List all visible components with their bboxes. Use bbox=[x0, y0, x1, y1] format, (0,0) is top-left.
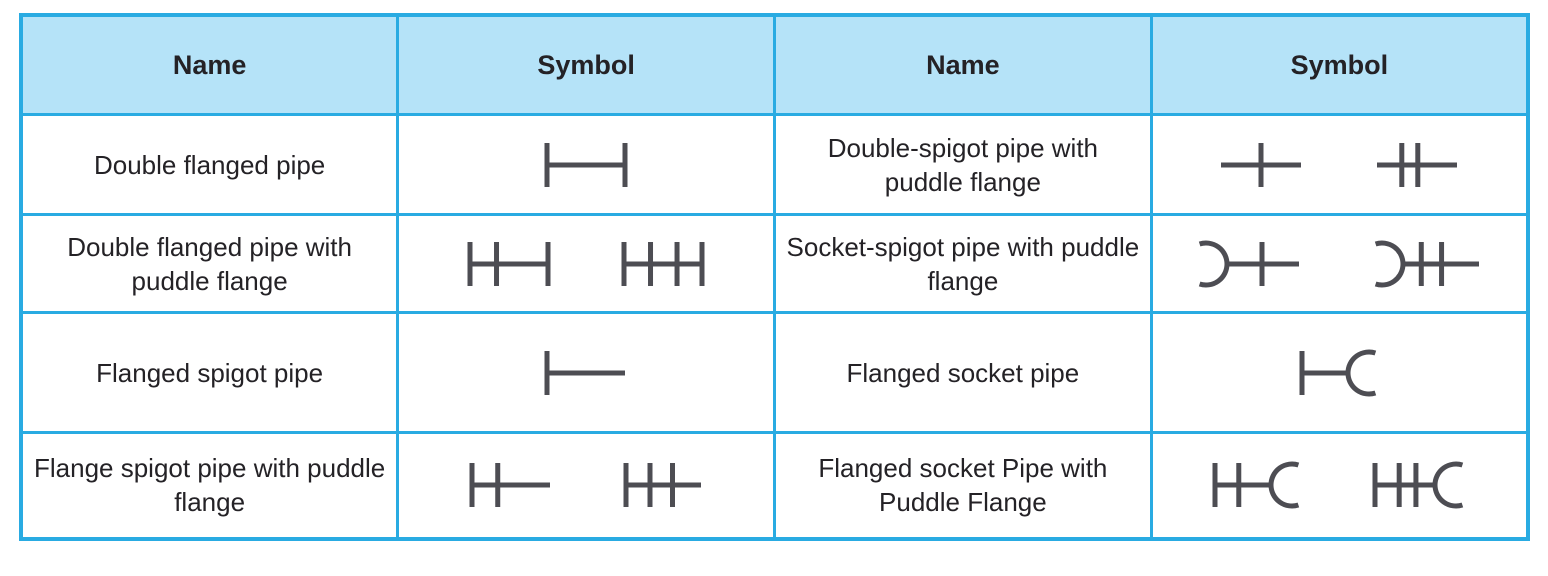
socket-spigot-puddle-flange-single-symbol-icon bbox=[1199, 240, 1300, 287]
symbol-cell bbox=[1149, 213, 1530, 314]
pipe-name: Double-spigot pipe with puddle flange bbox=[773, 113, 1153, 216]
symbol-cell bbox=[396, 113, 776, 216]
symbol-cell bbox=[396, 213, 776, 314]
pipe-name: Double flanged pipe bbox=[19, 113, 400, 216]
flange-spigot-puddle-flange-double-symbol-icon bbox=[623, 463, 701, 508]
symbol-group bbox=[401, 234, 772, 294]
socket-spigot-puddle-flange-double-symbol-icon bbox=[1375, 240, 1480, 287]
symbol-cell bbox=[1149, 113, 1530, 216]
table-header-row: Name Symbol Name Symbol bbox=[19, 13, 1530, 116]
symbol-cell bbox=[396, 431, 776, 540]
symbol-cell bbox=[1149, 311, 1530, 434]
double-spigot-puddle-flange-single-symbol-icon bbox=[1221, 142, 1302, 187]
symbol-cell bbox=[396, 311, 776, 434]
symbol-group bbox=[401, 135, 772, 195]
symbol-group bbox=[401, 343, 772, 403]
symbol-group bbox=[1154, 455, 1525, 515]
double-flanged-puddle-flange-single-symbol-icon bbox=[467, 241, 551, 286]
header-cell-name-1: Name bbox=[19, 13, 400, 116]
header-cell-symbol-1: Symbol bbox=[396, 13, 776, 116]
pipe-name: Flange spigot pipe with puddle flange bbox=[19, 431, 400, 540]
pipe-symbols-table: Name Symbol Name Symbol Double flanged p… bbox=[19, 13, 1530, 541]
symbol-group bbox=[1154, 343, 1525, 403]
symbol-group bbox=[1154, 234, 1525, 294]
table-row: Double flanged pipe Double-spigot pipe w… bbox=[19, 113, 1530, 216]
flanged-socket-pipe-symbol-icon bbox=[1299, 349, 1377, 396]
symbol-cell bbox=[1149, 431, 1530, 540]
symbol-group bbox=[401, 455, 772, 515]
pipe-name: Flanged socket pipe bbox=[773, 311, 1153, 434]
header-cell-name-2: Name bbox=[773, 13, 1153, 116]
table-row: Flanged spigot pipe Flanged socket pipe bbox=[19, 311, 1530, 434]
flanged-socket-puddle-flange-double-symbol-icon bbox=[1372, 461, 1464, 509]
double-flanged-puddle-flange-double-symbol-icon bbox=[621, 241, 705, 286]
flanged-spigot-pipe-symbol-icon bbox=[544, 350, 626, 395]
table-row: Double flanged pipe with puddle flange S… bbox=[19, 213, 1530, 314]
double-flanged-pipe-symbol-icon bbox=[544, 142, 628, 187]
pipe-name: Double flanged pipe with puddle flange bbox=[19, 213, 400, 314]
header-cell-symbol-2: Symbol bbox=[1149, 13, 1530, 116]
pipe-name: Flanged spigot pipe bbox=[19, 311, 400, 434]
flange-spigot-puddle-flange-single-symbol-icon bbox=[469, 463, 550, 508]
double-spigot-puddle-flange-double-symbol-icon bbox=[1377, 142, 1458, 187]
table-row: Flange spigot pipe with puddle flange Fl… bbox=[19, 431, 1530, 540]
flanged-socket-puddle-flange-single-symbol-icon bbox=[1212, 461, 1300, 509]
pipe-name: Socket-spigot pipe with puddle flange bbox=[773, 213, 1153, 314]
pipe-name: Flanged socket Pipe with Puddle Flange bbox=[773, 431, 1153, 540]
symbol-group bbox=[1154, 135, 1525, 195]
